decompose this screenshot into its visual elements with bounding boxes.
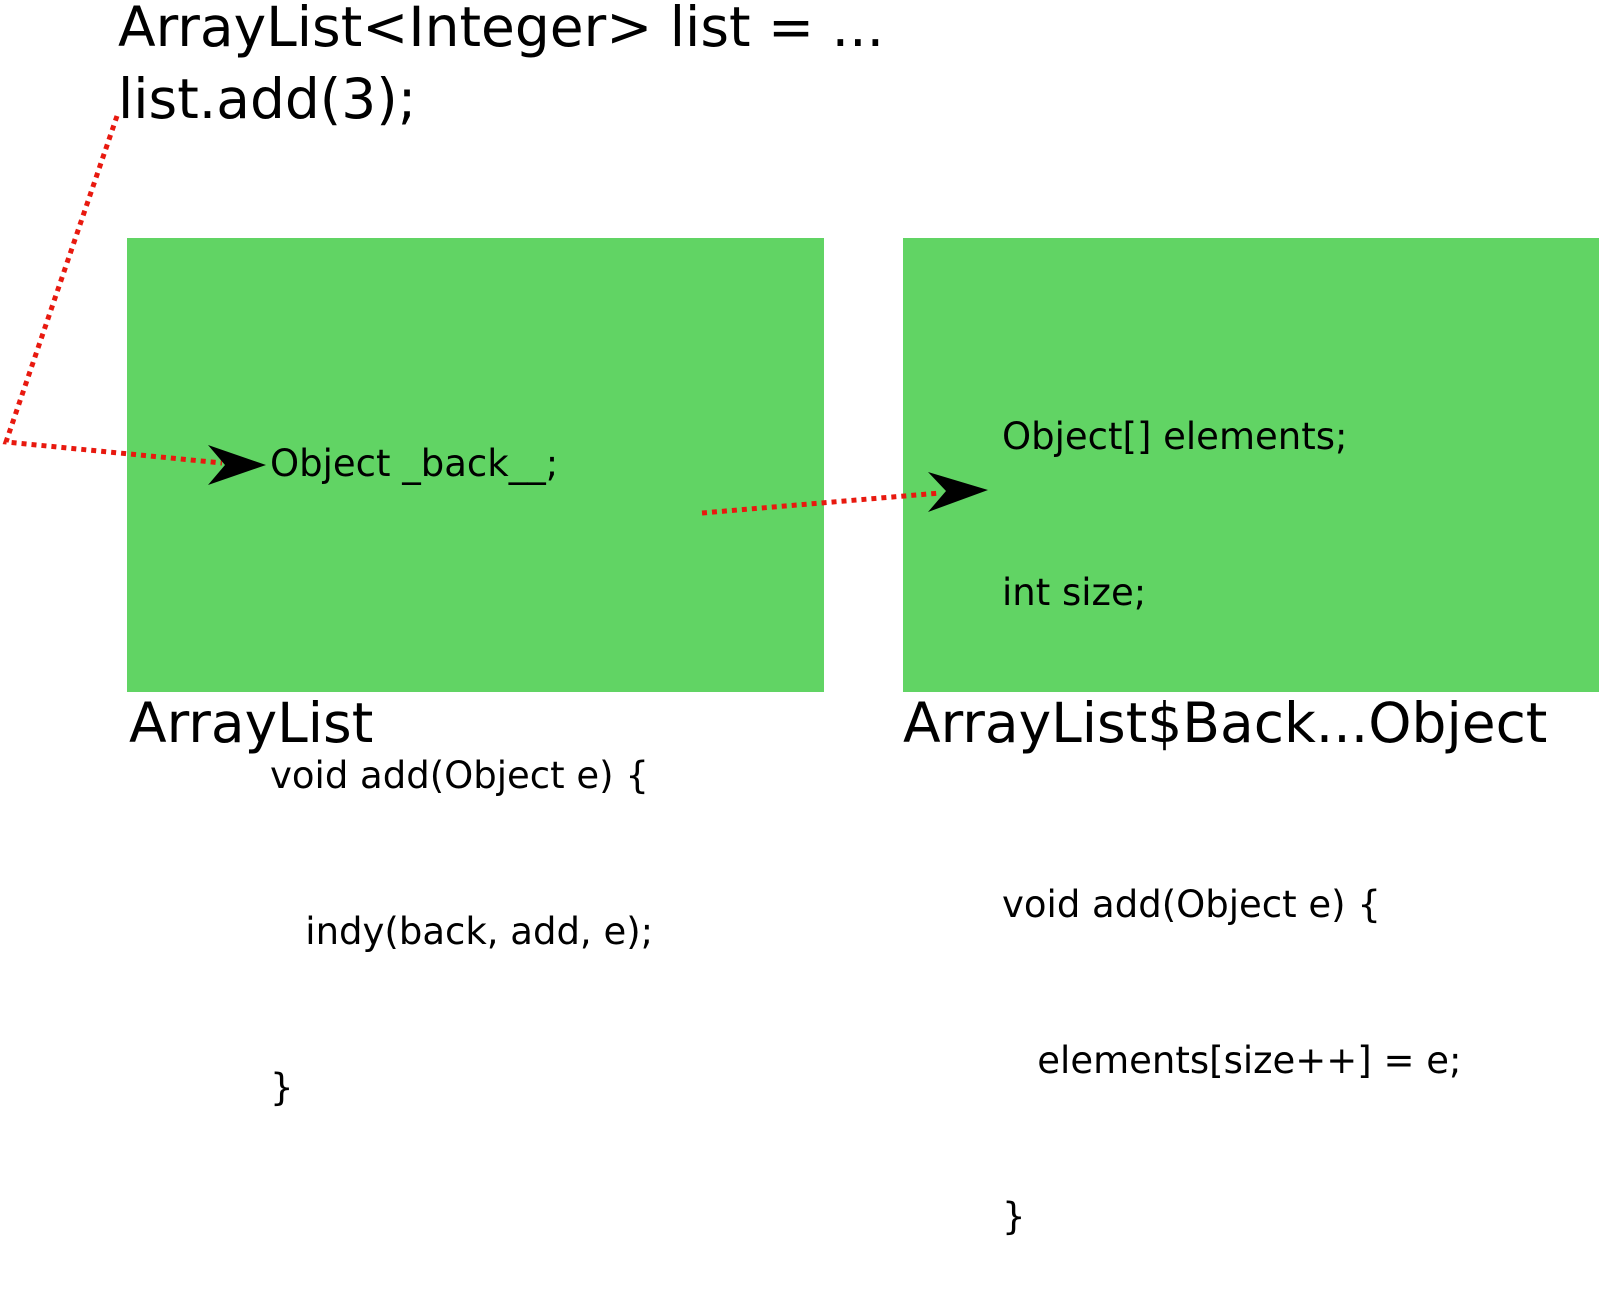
backing-object-code-line: int size; bbox=[1002, 571, 1147, 614]
connector-arrows bbox=[2, 115, 988, 516]
top-code-line-add-call: list.add(3); bbox=[118, 67, 417, 131]
arraylist-code-line: indy(back, add, e); bbox=[270, 910, 654, 953]
backing-object-box bbox=[903, 238, 1599, 692]
arraylist-caption: ArrayList bbox=[129, 691, 374, 755]
backing-object-caption: ArrayList$Back...Object bbox=[903, 691, 1548, 755]
call-connector-line bbox=[2, 115, 223, 466]
delegate-connector-line bbox=[701, 490, 941, 516]
delegate-arrowhead-icon bbox=[928, 472, 988, 512]
top-code-line-declaration: ArrayList<Integer> list = ... bbox=[118, 0, 885, 59]
arraylist-code-line: Object _back__; bbox=[270, 442, 559, 485]
backing-object-code-line: elements[size++] = e; bbox=[1002, 1039, 1462, 1082]
backing-object-code-line: void add(Object e) { bbox=[1002, 883, 1381, 926]
call-arrowhead-icon bbox=[208, 445, 266, 485]
backing-object-code-line: Object[] elements; bbox=[1002, 415, 1348, 458]
arraylist-code-line: } bbox=[270, 1066, 294, 1109]
backing-object-code-line: } bbox=[1002, 1195, 1026, 1238]
